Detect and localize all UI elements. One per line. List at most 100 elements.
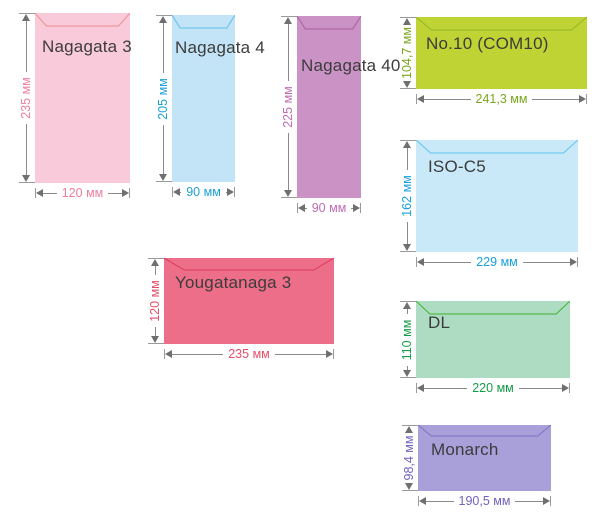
envelope-shape: DL (416, 301, 570, 378)
envelope-shape: Nagagata 4 (172, 15, 265, 182)
width-value: 90 мм (311, 201, 347, 215)
height-value: 235 мм (19, 77, 33, 119)
envelope-group-no10-com10: No.10 (COM10) 104,7 мм 241,3 мм (400, 17, 588, 106)
arrow-up-icon (151, 259, 159, 266)
height-value: 162 мм (400, 175, 414, 217)
width-value: 229 мм (476, 255, 518, 269)
envelope-name: Yougatanaga 3 (175, 273, 292, 292)
dimension-tick (156, 15, 172, 16)
envelope-group-nagagata-40: Nagagata 40 225 мм 90 мм (281, 16, 400, 215)
arrow-right-icon (570, 258, 577, 266)
envelope-flap-icon (416, 140, 578, 154)
envelope-shape: ISO-C5 (416, 140, 578, 252)
width-value: 120 мм (61, 186, 104, 200)
arrow-down-icon (22, 175, 30, 182)
envelope-group-iso-c5: ISO-C5 162 мм 229 мм (400, 140, 578, 269)
width-dimension: 241,3 мм (416, 92, 588, 106)
envelope-group-monarch: Monarch 98,4 мм 190,5 мм (402, 425, 552, 508)
arrow-up-icon (22, 14, 30, 21)
envelope-shape: Nagagata 40 (297, 16, 400, 198)
dimension-tick (35, 188, 36, 198)
width-value: 235 мм (228, 347, 270, 361)
arrow-right-icon (227, 188, 235, 196)
arrow-left-icon (36, 189, 43, 197)
dimension-tick (550, 496, 552, 506)
height-value: 120 мм (148, 280, 162, 322)
envelope-shape: Nagagata 3 (35, 13, 132, 183)
envelope-flap-icon (35, 13, 130, 27)
arrow-down-icon (151, 336, 159, 343)
arrow-up-icon (403, 141, 411, 148)
arrow-right-icon (326, 350, 333, 358)
arrow-right-icon (353, 204, 361, 212)
envelope-name: Nagagata 3 (42, 37, 132, 56)
envelope-flap-icon (418, 425, 551, 439)
height-dimension: 225 мм (281, 16, 297, 198)
dimension-tick (577, 257, 578, 267)
arrow-up-icon (159, 16, 167, 23)
envelope-flap-icon (297, 16, 361, 30)
arrow-left-icon (417, 258, 424, 266)
envelope-group-dl: DL 110 мм 220 мм (400, 301, 570, 395)
width-value: 90 мм (186, 185, 221, 199)
height-dimension: 120 мм (148, 258, 164, 344)
arrow-down-icon (284, 190, 292, 197)
envelope-flap-icon (416, 301, 570, 315)
arrow-up-icon (405, 426, 413, 433)
envelope-name: ISO-C5 (428, 157, 486, 176)
arrow-left-icon (419, 497, 426, 505)
dimension-tick (234, 187, 236, 197)
height-value: 98,4 мм (402, 435, 416, 481)
dimension-tick (402, 490, 418, 491)
dimension-tick (400, 251, 416, 252)
dimension-tick (148, 343, 164, 344)
dimension-tick (333, 349, 334, 359)
dimension-tick (400, 88, 416, 89)
dimension-tick (418, 496, 419, 506)
arrow-up-icon (403, 18, 411, 25)
dimension-tick (164, 349, 165, 359)
arrow-down-icon (403, 244, 411, 251)
arrow-down-icon (405, 483, 413, 490)
arrow-left-icon (165, 350, 172, 358)
height-value: 205 мм (156, 77, 170, 120)
width-value: 241,3 мм (475, 92, 528, 106)
height-dimension: 162 мм (400, 140, 416, 252)
height-value: 110 мм (400, 319, 414, 360)
height-dimension: 110 мм (400, 301, 416, 378)
dimension-tick (172, 187, 173, 197)
dimension-tick (416, 257, 417, 267)
arrow-down-icon (403, 370, 411, 377)
arrow-down-icon (159, 174, 167, 181)
width-value: 190,5 мм (458, 494, 511, 508)
height-dimension: 98,4 мм (402, 425, 418, 491)
envelope-group-nagagata-4: Nagagata 4 205 мм 90 мм (156, 15, 265, 199)
dimension-tick (586, 94, 588, 104)
dimension-tick (400, 377, 416, 378)
arrow-up-icon (403, 302, 411, 309)
envelope-flap-icon (172, 15, 235, 29)
height-dimension: 104,7 мм (400, 17, 416, 89)
envelope-flap-icon (164, 258, 334, 272)
envelope-name: DL (428, 313, 451, 332)
envelope-shape: Monarch (418, 425, 551, 491)
dimension-tick (400, 140, 416, 141)
envelope-name: Monarch (431, 440, 499, 459)
dimension-tick (129, 188, 130, 198)
arrow-right-icon (122, 189, 129, 197)
width-dimension: 229 мм (416, 255, 578, 269)
envelope-shape: No.10 (COM10) (416, 17, 587, 89)
dimension-tick (148, 258, 164, 259)
width-dimension: 120 мм (35, 186, 130, 200)
width-value: 220 мм (472, 381, 514, 395)
envelope-shape: Yougatanaga 3 (164, 258, 334, 344)
dimension-tick (400, 301, 416, 302)
dimension-tick (416, 94, 417, 104)
envelope-group-yougatanaga-3: Yougatanaga 3 120 мм 235 мм (148, 258, 334, 361)
dimension-tick (19, 182, 35, 183)
dimension-tick (156, 181, 172, 182)
width-dimension: 190,5 мм (418, 494, 552, 508)
dimension-tick (281, 197, 297, 198)
dimension-tick (19, 13, 35, 14)
